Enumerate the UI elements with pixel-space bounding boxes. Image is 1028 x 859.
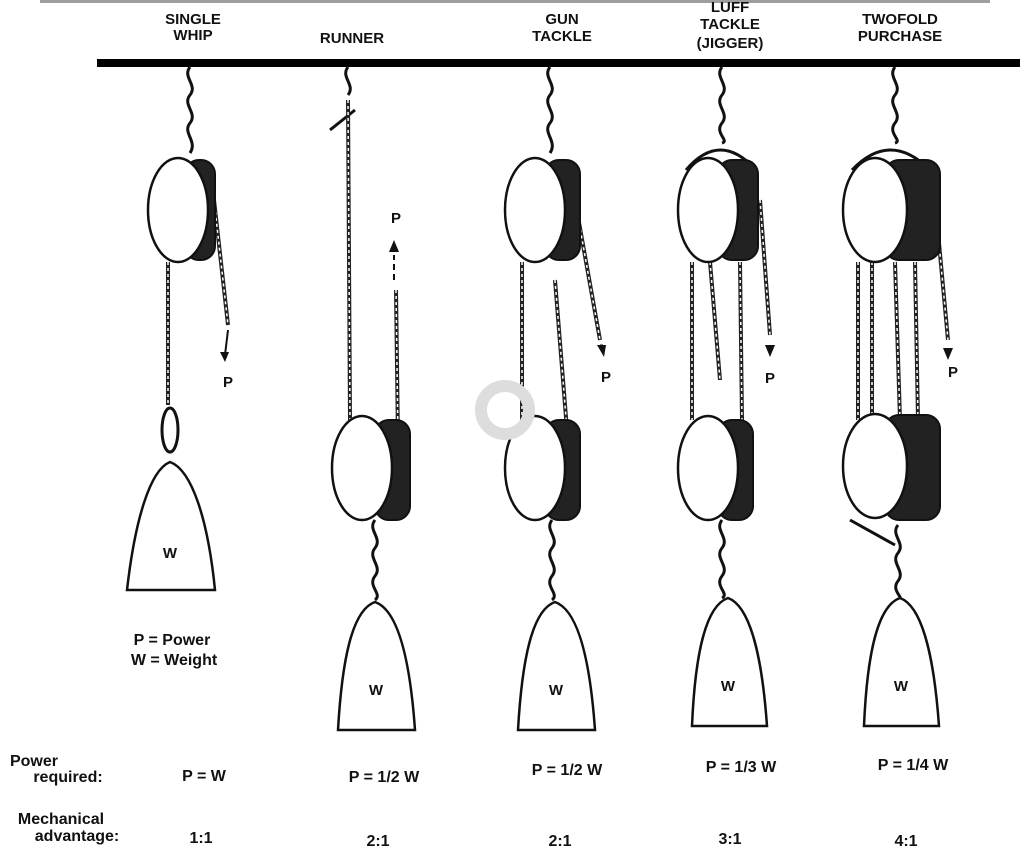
diagram-shape [395, 289, 399, 441]
title-gun-tackle: GUN TACKLE [532, 11, 592, 45]
diagram-label: 2:1 [548, 833, 571, 850]
title-luff-tackle: LUFF TACKLE (JIGGER) [697, 0, 764, 52]
diagram-label: P = 1/4 W [878, 757, 949, 774]
weight-load [336, 600, 417, 732]
diagram-shape [765, 345, 775, 357]
diagram-shape [739, 261, 743, 421]
watermark-ring [475, 380, 535, 440]
luff-tackle-rig: P W [676, 66, 775, 728]
diagram-shape [213, 199, 229, 326]
diagram-label: Power [10, 753, 58, 770]
pulley-block [841, 412, 909, 520]
top-frame-bar [40, 0, 990, 3]
twofold-purchase-rig: P W [841, 66, 958, 728]
diagram-label: required: [33, 769, 102, 786]
diagram-label: P [601, 369, 611, 386]
hook-icon [344, 66, 352, 96]
pulley-block [503, 414, 567, 522]
gun-tackle-rig: P W [503, 66, 611, 732]
diagram-label: P [391, 210, 401, 227]
diagram-label: P [765, 370, 775, 387]
mechanical-advantage-row: Mechanical advantage: 1:1 2:1 2:1 3:1 4:… [18, 811, 918, 850]
pulley-block [676, 156, 740, 264]
diagram-label: P [948, 364, 958, 381]
diagram-shape [329, 108, 356, 132]
diagram-shape [894, 524, 902, 601]
diagram-label: P = W [182, 768, 227, 785]
diagram-label: W [549, 682, 564, 699]
diagram-shape [389, 240, 399, 252]
diagram-shape [554, 279, 568, 431]
power-required-row: Power required: P = W P = 1/2 W P = 1/2 … [10, 753, 949, 786]
diagram-shape [220, 352, 229, 362]
diagram-label: W [163, 545, 178, 562]
title-twofold-purchase: TWOFOLD PURCHASE [858, 11, 942, 45]
diagram-label: W [894, 678, 909, 695]
runner-rig: P W [329, 66, 417, 732]
diagram-label: W [721, 678, 736, 695]
pulley-block [676, 414, 740, 522]
hook-icon [891, 66, 899, 145]
diagram-label: LUFF [711, 0, 749, 16]
diagram-shape [548, 519, 556, 602]
hook-icon [546, 66, 554, 154]
overhead-beam [97, 59, 1020, 67]
title-runner: RUNNER [320, 30, 384, 47]
diagram-label: SINGLE [165, 11, 221, 28]
diagram-label: Mechanical [18, 811, 104, 828]
diagram-label: 2:1 [366, 833, 389, 850]
single-whip-rig: P W [125, 66, 233, 592]
hook-icon [186, 66, 194, 154]
diagram-shape [894, 261, 901, 421]
diagram-shape [597, 345, 606, 357]
pulley-block [330, 414, 394, 522]
diagram-shape [943, 348, 953, 360]
diagram-shape [224, 329, 229, 356]
title-single-whip: SINGLE WHIP [165, 11, 221, 44]
diagram-shape [371, 519, 379, 602]
diagram-label: W [369, 682, 384, 699]
diagram-label: P = 1/2 W [349, 769, 420, 786]
diagram-label: PURCHASE [858, 28, 942, 45]
diagram-label: (JIGGER) [697, 35, 764, 52]
legend-weight: W = Weight [131, 652, 218, 669]
diagram-shape [347, 99, 351, 421]
hook-icon [718, 66, 726, 145]
diagram-label: advantage: [35, 828, 119, 845]
weight-load [516, 600, 597, 732]
diagram-label: WHIP [173, 27, 212, 44]
weight-load [862, 596, 941, 728]
diagram-shape [160, 406, 180, 454]
weight-load [125, 460, 217, 592]
pulley-block [841, 156, 909, 264]
diagram-shape [759, 199, 771, 336]
pulley-block [146, 156, 210, 264]
diagram-label: TACKLE [700, 16, 760, 33]
diagram-label: P = 1/3 W [706, 759, 777, 776]
diagram-label: TWOFOLD [862, 11, 938, 28]
diagram-label: 4:1 [894, 833, 917, 850]
legend-power: P = Power [134, 632, 211, 649]
diagram-shape [914, 261, 919, 421]
diagram-label: 1:1 [189, 830, 212, 847]
diagram-shape [849, 518, 896, 547]
diagram-shape [718, 519, 726, 600]
diagram-shape [708, 261, 722, 381]
diagram-shape [709, 261, 721, 381]
pulley-block [503, 156, 567, 264]
diagram-label: P = 1/2 W [532, 762, 603, 779]
diagram-label: TACKLE [532, 28, 592, 45]
diagram-label: GUN [545, 11, 578, 28]
diagram-label: 3:1 [718, 831, 741, 848]
weight-load [690, 596, 769, 728]
diagram-label: P [223, 374, 233, 391]
diagram-label: RUNNER [320, 30, 384, 47]
